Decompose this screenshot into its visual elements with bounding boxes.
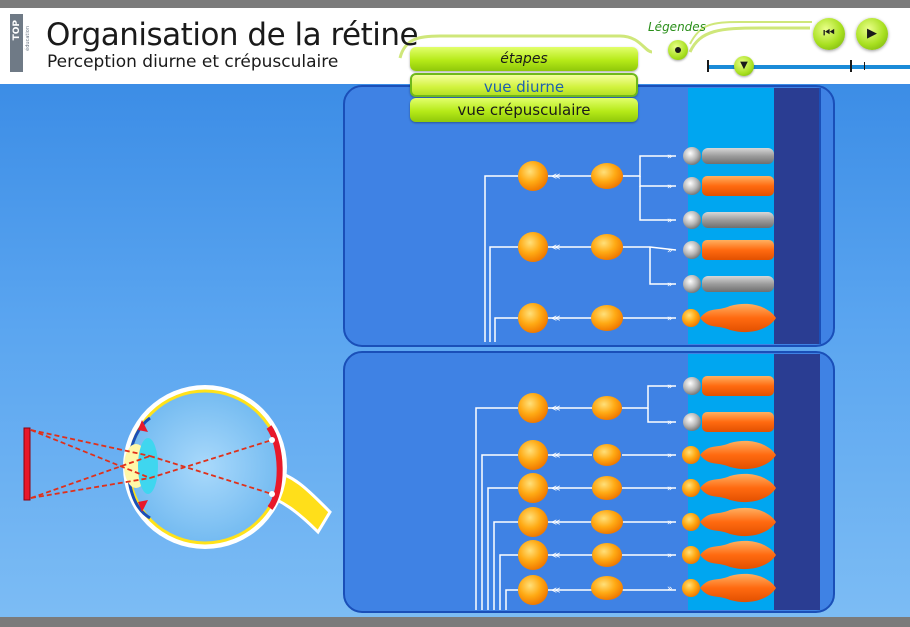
svg-text:»: » [667, 216, 673, 226]
rod-cell [682, 440, 776, 470]
timeline-scrubber[interactable]: ▼ [734, 56, 754, 76]
play-button[interactable]: ▶ [856, 18, 888, 50]
svg-text:»: » [667, 152, 673, 162]
logo-text: TOP [12, 20, 22, 41]
legendes-toggle[interactable] [668, 40, 688, 60]
svg-text:»: » [667, 182, 673, 192]
svg-text:»: » [667, 418, 673, 428]
svg-text:»: » [667, 451, 673, 461]
eye-diagram [23, 385, 332, 549]
logo-bar [10, 14, 23, 72]
cone-cell [683, 176, 774, 196]
page-title: Organisation de la rétine [46, 17, 419, 53]
timeline-end-mark-secondary [864, 62, 865, 70]
svg-text:≪: ≪ [551, 586, 560, 596]
day-ganglion-cells [518, 161, 548, 333]
svg-text:≪: ≪ [551, 451, 560, 461]
cone-cell [683, 240, 774, 260]
svg-text:»: » [667, 246, 673, 256]
svg-text:≪: ≪ [551, 484, 560, 494]
rod-cell [682, 573, 776, 603]
svg-text:≪: ≪ [551, 314, 560, 324]
timeline-end-mark [850, 60, 852, 72]
dusk-ganglion-cells [518, 393, 548, 605]
cone-cell [683, 376, 774, 396]
svg-text:»: » [667, 518, 673, 528]
rod-cell [683, 211, 774, 229]
rod-cell [682, 473, 776, 503]
svg-text:»: » [667, 551, 673, 561]
bottom-bar [0, 617, 910, 627]
svg-text:≪: ≪ [551, 518, 560, 528]
dusk-photoreceptors [682, 376, 776, 603]
svg-text:»: » [667, 314, 673, 324]
svg-text:»: » [667, 484, 673, 494]
day-wiring [484, 155, 677, 342]
rod-cell [683, 275, 774, 293]
dusk-bipolar-cells [591, 396, 623, 600]
top-logo: TOP éducation [10, 14, 40, 72]
svg-text:≪: ≪ [551, 243, 560, 253]
top-bar [0, 0, 910, 8]
synapse-arrows: ≪ ≪ ≪ » » » » » » ≪ ≪ ≪ ≪ ≪ ≪ » » » » » » » [551, 152, 673, 596]
svg-text:≪: ≪ [551, 551, 560, 561]
rod-cell [683, 147, 774, 165]
play-icon: ▶ [867, 26, 877, 41]
dusk-wiring [475, 385, 676, 610]
svg-text:»: » [667, 584, 673, 594]
vue-crepusculaire-button[interactable]: vue crépusculaire [410, 98, 638, 122]
legendes-label: Légendes [648, 20, 706, 34]
rewind-icon: ⏮ [823, 26, 835, 41]
timeline-track[interactable] [708, 65, 910, 69]
svg-text:≪: ≪ [551, 404, 560, 414]
etapes-button[interactable]: étapes [410, 47, 638, 71]
timeline-start-mark [707, 60, 709, 72]
cone-cell [683, 412, 774, 432]
page-subtitle: Perception diurne et crépusculaire [47, 52, 339, 72]
svg-text:≪: ≪ [551, 172, 560, 182]
day-bipolar-cells [591, 163, 623, 331]
rod-cell [682, 507, 776, 537]
day-photoreceptors [682, 147, 776, 333]
vue-diurne-button[interactable]: vue diurne [410, 73, 638, 97]
rod-cell [682, 540, 776, 570]
rewind-button[interactable]: ⏮ [813, 18, 845, 50]
svg-text:»: » [667, 280, 673, 290]
scrubber-arrow-icon: ▼ [740, 60, 748, 71]
header [0, 8, 910, 84]
cone-cell [682, 303, 776, 333]
svg-text:»: » [667, 382, 673, 392]
logo-subtext: éducation [25, 26, 31, 51]
